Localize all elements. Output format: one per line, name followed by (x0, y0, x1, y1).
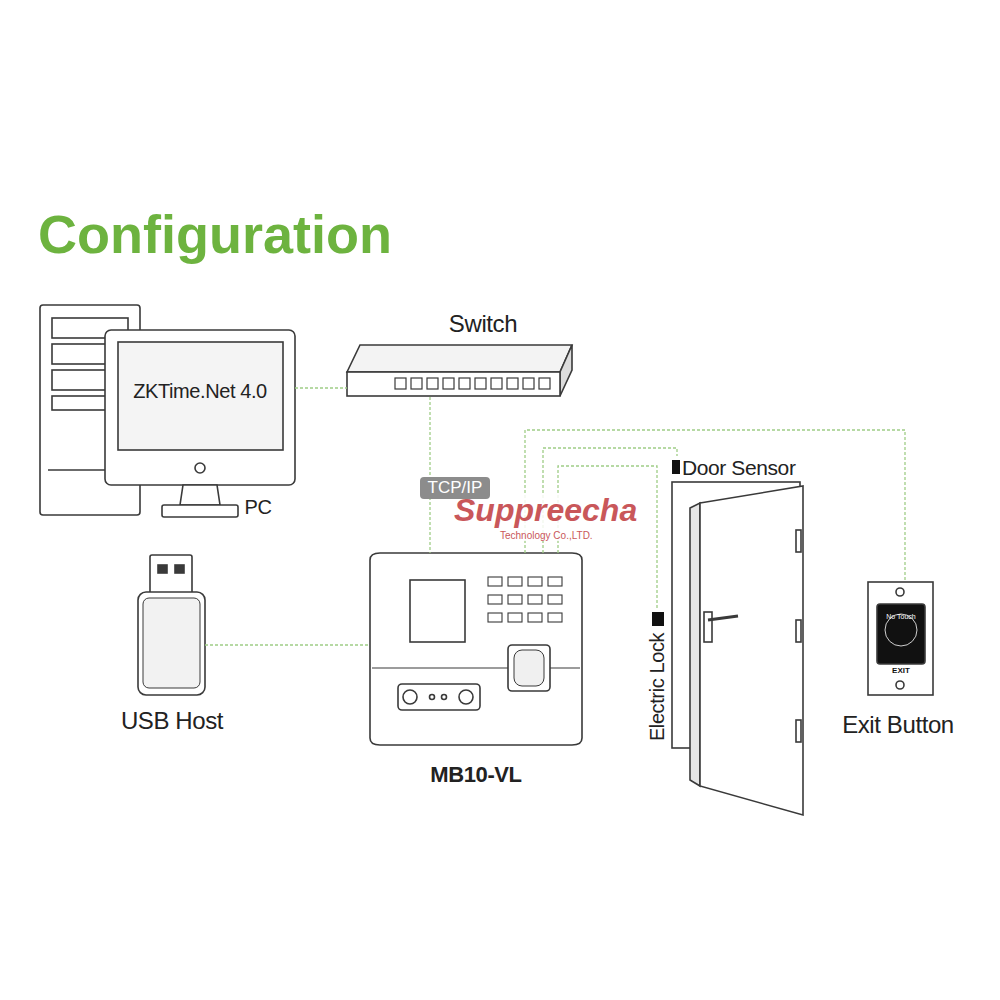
door-part (672, 460, 680, 474)
door-sensor: Door Sensor (672, 456, 802, 478)
switch-ports-part (459, 378, 470, 389)
pc-monitor-part (180, 485, 220, 505)
network-switch-part (560, 345, 572, 396)
usb-stick-part (150, 555, 192, 595)
door-part (652, 612, 664, 626)
dashed-wire (295, 387, 347, 388)
node-label: EXIT (877, 667, 925, 676)
door-part (704, 612, 712, 642)
keypad-part (528, 577, 542, 586)
mb10-device: MB10-VL (370, 553, 582, 745)
keypad-part (488, 595, 502, 604)
keypad-part (528, 613, 542, 622)
door-part (796, 720, 801, 742)
door-part (796, 530, 801, 552)
switch-ports-part (507, 378, 518, 389)
switch-ports-part (523, 378, 534, 389)
network-switch (347, 345, 572, 396)
pc-monitor-part (195, 463, 205, 473)
node-label: MB10-VL (396, 763, 556, 787)
node-label: No Touch (877, 613, 925, 621)
switch-ports (395, 378, 550, 389)
door (652, 460, 803, 815)
node-label: PC (238, 496, 278, 518)
dashed-wire (429, 397, 430, 553)
exit-button-part (896, 681, 904, 689)
network-switch-part (347, 372, 560, 396)
edge-label: TCP/IP (420, 477, 491, 500)
keypad-part (508, 613, 522, 622)
screen-text: ZKTime.Net 4.0 (113, 380, 287, 402)
mb10-device-part (430, 695, 435, 700)
node-label: USB Host (92, 708, 252, 734)
mb10-device-part (370, 553, 582, 745)
electric-lock: Electric Lock (646, 608, 668, 748)
usb-stick (138, 555, 205, 695)
usb-host: USB Host (138, 555, 205, 695)
pc-monitor-part (162, 505, 238, 517)
node-label: Exit Button (813, 712, 983, 738)
pc-monitor-part (105, 330, 295, 485)
usb-stick-part (158, 565, 167, 573)
keypad-part (508, 577, 522, 586)
door-part (700, 486, 803, 815)
switch-ports-part (491, 378, 502, 389)
door-part (690, 503, 700, 786)
usb-stick-part (175, 565, 184, 573)
mb10-device (370, 553, 582, 745)
keypad-part (508, 595, 522, 604)
exit-button-part (896, 588, 904, 596)
keypad-part (548, 613, 562, 622)
dashed-wire (205, 644, 370, 645)
door-part (796, 620, 801, 642)
keypad-part (548, 595, 562, 604)
keypad-part (488, 577, 502, 586)
watermark-subtitle: Technology Co.,LTD. (498, 530, 595, 541)
switch-ports-part (411, 378, 422, 389)
keypad-part (488, 613, 502, 622)
node-label: Electric Lock (646, 622, 668, 752)
mb10-device-part (403, 690, 417, 704)
exit-button (868, 582, 933, 695)
mb10-device-part (514, 650, 544, 686)
mb10-device-part (508, 645, 550, 691)
mb10-device-part (442, 695, 447, 700)
network-switch-part (347, 345, 572, 372)
pc-monitor (105, 330, 295, 517)
exit-button-part (868, 582, 933, 695)
page-title: Configuration (38, 205, 392, 264)
switch-ports-part (443, 378, 454, 389)
switch-ports-part (395, 378, 406, 389)
mb10-device-part (459, 690, 473, 704)
node-label: Switch (413, 311, 553, 337)
usb-stick-part (138, 592, 205, 695)
switch-ports-part (427, 378, 438, 389)
keypad (488, 577, 562, 622)
exit-button-part (877, 604, 925, 664)
switch-ports-part (539, 378, 550, 389)
keypad-part (528, 595, 542, 604)
pc-monitor: ZKTime.Net 4.0PC (105, 330, 295, 485)
node-label: Door Sensor (682, 456, 802, 479)
door-part (708, 616, 738, 620)
usb-stick-part (143, 598, 200, 688)
exit-button: No TouchEXITExit Button (868, 582, 933, 695)
keypad-part (548, 577, 562, 586)
switch-ports-part (475, 378, 486, 389)
mb10-device-part (410, 580, 465, 642)
network-switch: Switch (347, 345, 572, 397)
mb10-device-part (398, 684, 480, 710)
